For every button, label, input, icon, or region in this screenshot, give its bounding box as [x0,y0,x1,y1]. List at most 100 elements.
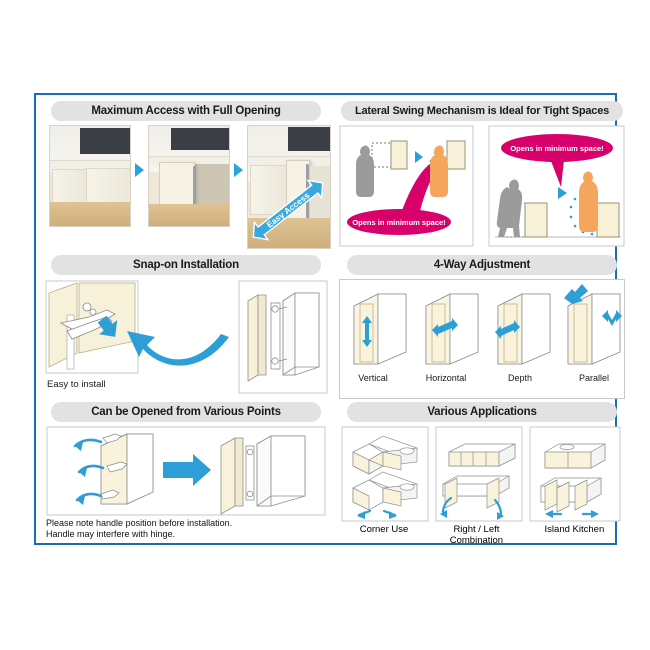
blue-triangle-icon [415,151,423,163]
corner-arrow-right-icon [389,511,397,519]
cabinet-right-2 [596,202,620,238]
application-labels: Corner Use Right / Left Combination Isla… [339,524,625,546]
panel-four-way-adjustment: 4-Way Adjustment Vertical [339,254,625,399]
panel-various-points: Can be Opened from Various Points [43,401,329,544]
bubble-text-right: Opens in minimum space! [510,144,603,153]
panel-title-snap-on: Snap-on Installation [51,255,321,275]
lateral-swing-diagram: Opens in minimum space! [339,125,625,247]
label-line-2: Combination [449,535,504,546]
gray-person-right [496,179,523,237]
cabinet-vertical: Vertical [353,293,407,383]
magenta-bubble [347,209,451,235]
island-bottom [540,477,602,513]
panel-body-four-way: Vertical Horizontal [339,279,625,399]
arrow-parallel-bottom-icon [602,310,622,326]
arrow-parallel-top-icon [564,284,588,304]
snap-on-caption: Easy to install [47,379,106,390]
island-top [544,443,606,469]
panel-title-lateral-swing: Lateral Swing Mechanism is Ideal for Tig… [341,101,623,121]
push-arrowheads [75,442,87,505]
four-way-diagram: Vertical Horizontal [353,284,622,383]
snap-on-closeup [48,282,136,370]
cabinet-door-right [446,140,466,170]
framed-sheet: Maximum Access with Full Opening [34,93,625,546]
lateral-right-scene: Opens in minimum space! [495,134,621,238]
four-way-label: Depth [508,373,532,383]
photo-partially-open-cabinet [148,125,230,227]
arrow-depth-icon [495,320,520,339]
four-way-label: Vertical [358,373,388,383]
corner-use-closed [352,435,418,475]
label-line-1: Corner Use [359,524,409,535]
snap-on-cabinet [247,292,320,382]
orange-person-right [579,171,598,232]
panel-body-applications: Corner Use Right / Left Combination Isla… [339,426,625,546]
island-arrow-right-icon [591,510,599,518]
photo-countertop [149,156,229,165]
lateral-left-scene: Opens in minimum space! [347,140,466,235]
four-way-label: Horizontal [426,373,467,383]
arrow-vertical-icon [362,316,372,347]
snap-on-big-arrow [127,331,229,366]
bubble-text-left: Opens in minimum space! [352,218,445,227]
arrow-horizontal-icon [432,318,458,337]
various-points-note: Please note handle position before insta… [43,518,329,540]
note-line-1: Please note handle position before insta… [46,518,233,528]
four-way-frame: Vertical Horizontal [339,279,625,399]
photo-window [80,128,130,154]
magenta-bubble-right [501,134,613,162]
application-label-corner: Corner Use [360,524,409,546]
opened-cabinet [220,435,306,515]
panel-body-maximum-access: Easy Access [43,125,331,252]
application-frame-combination [435,426,523,522]
photo-floor [50,202,130,226]
blue-triangle-icon-right [558,187,567,199]
photo-floor [149,204,229,226]
note-line-2: Handle may interfere with hinge. [46,529,176,539]
photo-door-handle [193,166,196,208]
application-label-island: Island Kitchen [545,524,605,546]
photo-strip: Easy Access [47,125,331,252]
gray-person-left [356,145,374,197]
cabinet-right-1 [524,202,548,238]
four-way-label: Parallel [579,373,609,383]
cabinet-depth: Depth [495,293,551,383]
easy-access-badge: Easy Access [252,179,324,241]
combination-bottom [442,475,510,509]
applications-diagram [341,426,621,522]
panel-lateral-swing: Lateral Swing Mechanism is Ideal for Tig… [339,100,625,252]
hinge-cup [82,302,92,312]
snap-on-diagram: Easy to install [45,280,328,394]
push-arrows [73,438,105,502]
corner-arrow-left-icon [357,511,365,519]
cabinet-horizontal: Horizontal [425,293,479,383]
corner-use-open [352,471,418,511]
photo-window [288,127,330,151]
panel-body-lateral-swing: Opens in minimum space! [339,125,625,252]
transition-arrow-icon [163,454,211,486]
combination-arrows [441,496,503,516]
cabinet-door-left [390,140,408,170]
photo-fully-open-cabinet: Easy Access [247,125,331,249]
various-points-diagram [46,426,326,516]
panel-title-four-way: 4-Way Adjustment [347,255,617,275]
snap-arrow-small [97,315,118,337]
hand-icons [100,433,128,500]
combination-arrow-left-icon [440,510,447,518]
photo-cabinet-interior [193,164,229,208]
orange-person-left [430,145,448,197]
label-line-1: Island Kitchen [544,524,605,535]
combination-arrow-right-icon [497,512,504,520]
panel-snap-on-installation: Snap-on Installation [43,254,329,399]
magenta-swoosh [401,163,439,215]
progress-arrow-icon [234,163,243,177]
panel-body-snap-on: Easy to install [43,279,329,399]
easy-access-label: Easy Access [265,190,312,230]
application-label-combination: Right / Left Combination [450,524,503,546]
island-arrow-left-icon [545,510,553,518]
panel-title-applications: Various Applications [347,402,617,422]
panel-body-various-points: Please note handle position before insta… [43,426,329,544]
cabinet-parallel: Parallel [564,284,622,383]
panel-title-various-points: Can be Opened from Various Points [51,402,321,422]
